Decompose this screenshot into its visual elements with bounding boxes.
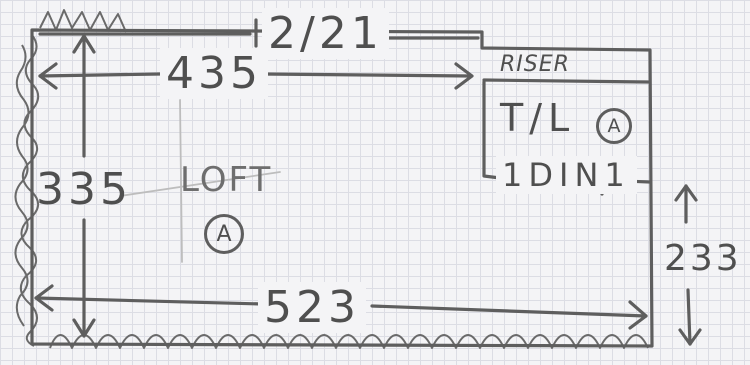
loft-label: LOFT	[180, 160, 273, 200]
top-dimension-label: 2/21	[262, 8, 389, 59]
height-dimension-label: 335	[36, 164, 132, 215]
inner-width-dimension-label: 435	[160, 48, 268, 99]
inner-width-dimension-line	[38, 72, 162, 78]
riser-header-line	[482, 78, 650, 84]
right-height-dimension-label: 233	[664, 238, 742, 279]
room-outline	[30, 28, 654, 348]
full-width-dimension-line	[34, 296, 264, 306]
riser-tile-label: T/L	[500, 96, 576, 140]
top-left-scribble	[39, 9, 127, 33]
riser-tile-marker: A	[596, 108, 632, 144]
full-width-dimension-label: 523	[258, 282, 366, 333]
loft-marker: A	[204, 214, 244, 254]
riser-width-label: 1DIN1	[496, 156, 637, 194]
riser-box-bottom	[482, 80, 502, 180]
riser-title: RISER	[500, 52, 570, 77]
